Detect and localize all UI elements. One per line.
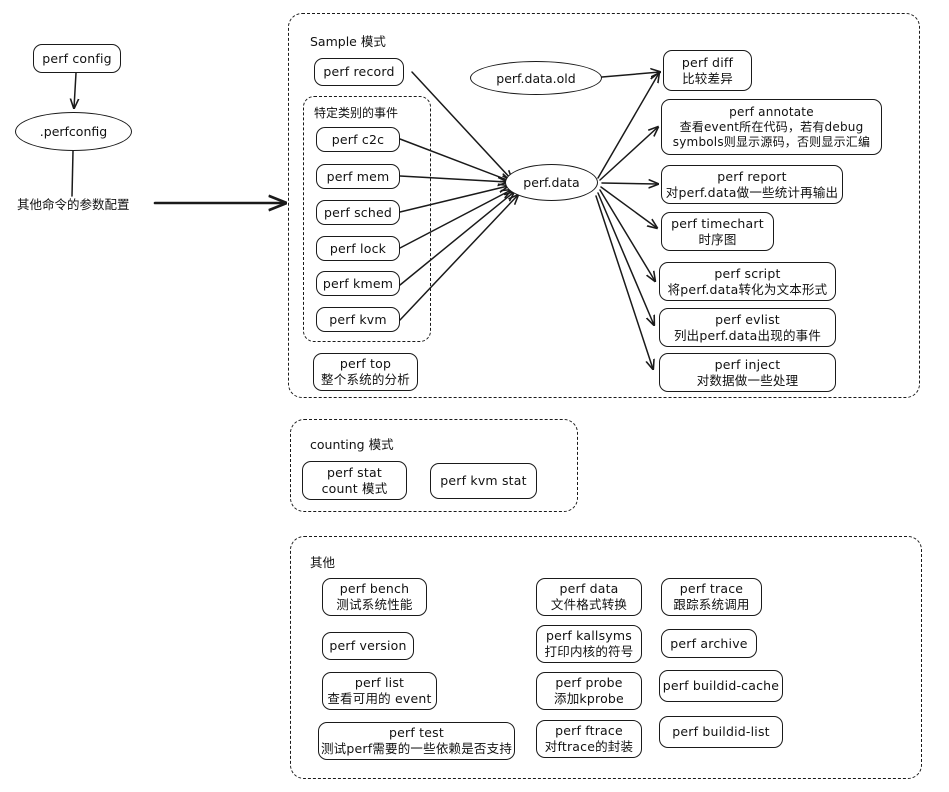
group-sample-mode (288, 13, 920, 398)
node-perf-kmem[interactable]: perf kmem (316, 271, 400, 296)
node-label-line2: 测试系统性能 (336, 597, 413, 612)
node-perf-inject[interactable]: perf inject 对数据做一些处理 (659, 353, 836, 392)
node-label-line2: 文件格式转换 (550, 597, 628, 612)
node-perf-script[interactable]: perf script 将perf.data转化为文本形式 (659, 262, 836, 301)
node-perf-timechart[interactable]: perf timechart 时序图 (661, 212, 774, 251)
node-perf-probe[interactable]: perf probe 添加kprobe (536, 672, 642, 710)
node-perf-stat[interactable]: perf stat count 模式 (302, 461, 407, 500)
node-label: perf lock (329, 240, 387, 256)
node-label-line3: symbols则显示源码，否则显示汇编 (672, 134, 871, 149)
node-perfconfig-file[interactable]: .perfconfig (15, 112, 132, 151)
node-label-line1: perf script (714, 265, 781, 281)
node-label-line2: 列出perf.data出现的事件 (673, 327, 822, 343)
node-label-line1: perf kallsyms (546, 628, 632, 644)
node-label: perf sched (323, 204, 393, 220)
node-label: perf kmem (322, 275, 394, 291)
node-label-line1: perf list (354, 675, 405, 691)
group-counting-mode (290, 419, 578, 512)
node-label-line2: 时序图 (698, 231, 737, 247)
node-perf-test[interactable]: perf test 测试perf需要的一些依赖是否支持 (318, 722, 515, 760)
node-perf-trace[interactable]: perf trace 跟踪系统调用 (661, 578, 762, 616)
label-counting-mode: counting 模式 (310, 437, 394, 452)
node-perf-top[interactable]: perf top 整个系统的分析 (313, 353, 418, 391)
node-label-line2: 将perf.data转化为文本形式 (667, 281, 828, 297)
node-label-line1: perf top (339, 356, 392, 372)
edge-config-to-perfconfig (74, 72, 76, 108)
node-perf-data[interactable]: perf.data (505, 164, 598, 201)
node-label-line2: 整个系统的分析 (321, 372, 410, 387)
node-label-line1: perf probe (555, 675, 623, 691)
node-label-line2: count 模式 (321, 480, 388, 496)
node-label: perf version (329, 638, 407, 654)
node-label-line1: perf stat (327, 464, 382, 480)
node-label-line2: 测试perf需要的一些依赖是否支持 (320, 741, 513, 756)
node-perf-ftrace[interactable]: perf ftrace 对ftrace的封装 (536, 720, 642, 758)
label-other-command-params: 其他命令的参数配置 (17, 197, 130, 212)
node-perf-mem[interactable]: perf mem (316, 164, 400, 189)
node-perf-data-old[interactable]: perf.data.old (470, 61, 602, 95)
node-label-line2: 比较差异 (682, 70, 733, 86)
node-label-line2: 查看event所在代码，若有debug (679, 119, 864, 134)
node-label: perf buildid-list (672, 724, 770, 740)
node-label-line1: perf timechart (671, 215, 764, 231)
node-label-line1: perf trace (679, 581, 744, 597)
node-perf-c2c[interactable]: perf c2c (316, 127, 400, 152)
node-perf-kallsyms[interactable]: perf kallsyms 打印内核的符号 (536, 625, 642, 663)
label-sample-mode: Sample 模式 (310, 34, 386, 49)
node-perf-record[interactable]: perf record (314, 58, 404, 86)
edge-perfconfig-stem (71, 150, 74, 197)
node-label-line1: perf ftrace (555, 723, 623, 739)
node-label: perf record (323, 64, 395, 80)
node-perf-diff[interactable]: perf diff 比较差异 (663, 50, 752, 91)
node-label-line1: perf inject (714, 356, 781, 372)
node-label: perf kvm (329, 311, 387, 327)
node-perf-archive[interactable]: perf archive (661, 629, 757, 658)
node-perf-version[interactable]: perf version (322, 632, 414, 660)
node-label-line1: perf diff (681, 54, 734, 70)
node-perf-kvm[interactable]: perf kvm (316, 307, 400, 332)
node-perf-list[interactable]: perf list 查看可用的 event (322, 672, 437, 710)
label-other: 其他 (310, 555, 336, 570)
node-label: perf config (42, 50, 112, 66)
node-perf-annotate[interactable]: perf annotate 查看event所在代码，若有debug symbol… (661, 99, 882, 155)
node-label: perf mem (326, 168, 390, 184)
node-label-line1: perf test (389, 725, 444, 741)
node-label-line2: 添加kprobe (554, 691, 624, 706)
node-label-line1: perf evlist (715, 311, 780, 327)
node-label-line2: 对perf.data做一些统计再输出 (665, 184, 839, 200)
node-perf-buildid-list[interactable]: perf buildid-list (659, 716, 783, 748)
node-label-line2: 打印内核的符号 (544, 644, 634, 659)
label-specific-events: 特定类别的事件 (314, 106, 399, 120)
node-label-line1: perf report (717, 168, 787, 184)
node-label-line1: perf bench (339, 581, 410, 597)
node-label: perf kvm stat (440, 473, 527, 489)
node-label: perf.data (523, 175, 580, 190)
node-perf-kvm-stat[interactable]: perf kvm stat (430, 463, 537, 499)
node-label-line2: 对数据做一些处理 (696, 372, 799, 388)
node-label: perf.data.old (496, 70, 576, 86)
node-label: .perfconfig (39, 124, 108, 139)
node-label-line2: 跟踪系统调用 (673, 597, 750, 612)
node-perf-bench[interactable]: perf bench 测试系统性能 (322, 578, 427, 616)
group-other (290, 536, 922, 779)
node-label-line2: 查看可用的 event (327, 691, 432, 706)
node-perf-config[interactable]: perf config (33, 44, 121, 73)
node-label: perf c2c (331, 131, 385, 147)
node-perf-lock[interactable]: perf lock (316, 236, 400, 261)
node-label-line2: 对ftrace的封装 (544, 739, 634, 754)
node-label-line1: perf data (559, 581, 619, 597)
node-perf-buildid-cache[interactable]: perf buildid-cache (659, 670, 783, 702)
node-perf-evlist[interactable]: perf evlist 列出perf.data出现的事件 (659, 308, 836, 347)
node-label: perf archive (670, 635, 748, 651)
node-perf-report[interactable]: perf report 对perf.data做一些统计再输出 (661, 165, 843, 204)
node-label: perf buildid-cache (662, 678, 780, 694)
node-perf-sched[interactable]: perf sched (316, 200, 400, 225)
node-perf-data-cmd[interactable]: perf data 文件格式转换 (536, 578, 642, 616)
node-label-line1: perf annotate (729, 104, 814, 119)
